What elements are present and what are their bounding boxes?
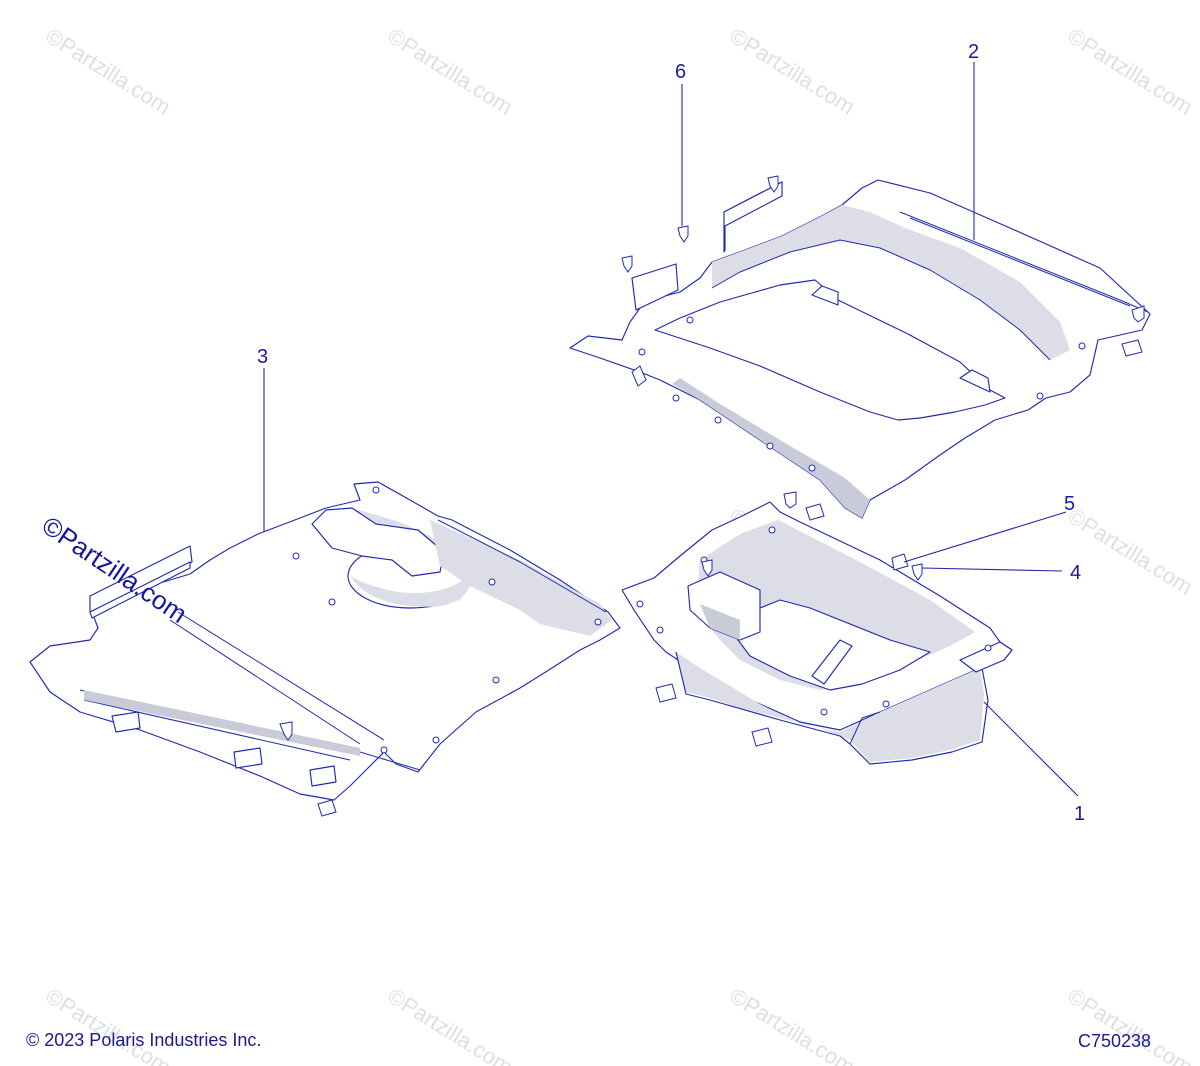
screw-icon	[783, 491, 797, 509]
watermark-1: ©Partzilla.com	[41, 23, 175, 120]
watermark-10: ©Partzilla.com	[725, 983, 859, 1066]
clip-icon	[655, 683, 677, 703]
clip-icon	[751, 727, 773, 747]
drawing-number: C750238	[1078, 1031, 1152, 1051]
clip-icon	[805, 503, 825, 521]
hardware	[317, 175, 1145, 817]
screw-icon	[621, 255, 633, 273]
callout-5[interactable]: 5	[1064, 493, 1075, 515]
watermark-7: ©Partzilla.com	[1063, 503, 1197, 600]
watermark-4: ©Partzilla.com	[1063, 23, 1197, 120]
copyright-text: © 2023 Polaris Industries Inc.	[26, 1030, 262, 1050]
screw-icon	[767, 175, 779, 193]
callout-6[interactable]: 6	[675, 61, 686, 83]
screw-icon	[911, 563, 923, 581]
screw-icon	[701, 559, 713, 577]
clip-icon	[317, 799, 337, 817]
watermark-9: ©Partzilla.com	[383, 983, 517, 1066]
callout-3[interactable]: 3	[257, 346, 268, 368]
clip-icon	[1121, 339, 1143, 357]
watermark-11: ©Partzilla.com	[1063, 983, 1197, 1066]
callout-1[interactable]: 1	[1074, 803, 1085, 825]
screw-icon	[1131, 305, 1145, 323]
watermark-8: ©Partzilla.com	[41, 983, 175, 1066]
callout-4[interactable]: 4	[1070, 562, 1081, 584]
part-2-upper-panel[interactable]	[569, 179, 1151, 519]
callout-2[interactable]: 2	[968, 41, 979, 63]
watermark-3: ©Partzilla.com	[725, 23, 859, 120]
part-3-left-panel[interactable]	[29, 481, 621, 801]
watermark-2: ©Partzilla.com	[383, 23, 517, 120]
callouts: 1 2 3 4 5 6	[257, 41, 1085, 825]
clip-icon	[891, 553, 909, 571]
watermark-layer: ©Partzilla.com ©Partzilla.com ©Partzilla…	[41, 23, 1197, 1066]
part-1-storage-tub[interactable]	[621, 501, 1013, 765]
screw-icon	[677, 225, 689, 243]
